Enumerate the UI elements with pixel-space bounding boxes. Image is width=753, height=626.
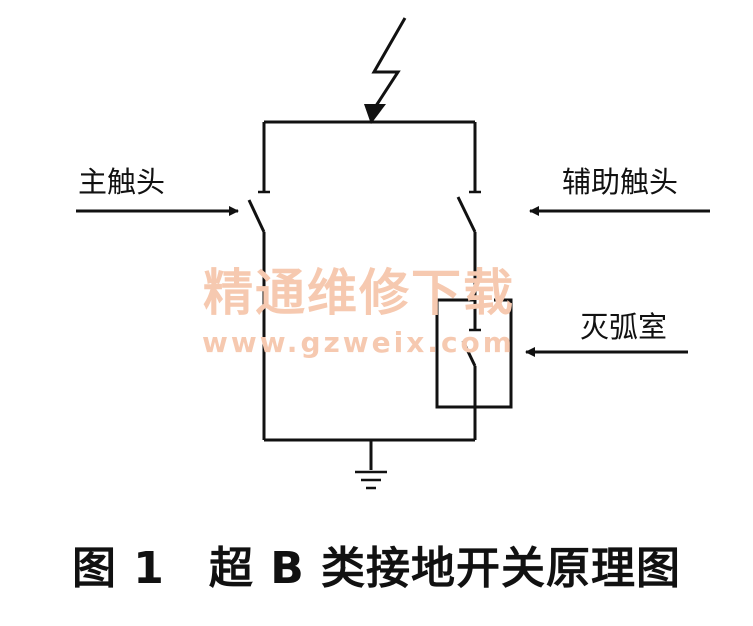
figure-number: 图 1 bbox=[71, 543, 165, 594]
arc-chamber-box bbox=[435, 298, 513, 440]
aux-contact-switch bbox=[456, 122, 481, 330]
lightning-arrow-icon bbox=[364, 17, 407, 124]
ground-symbol-icon bbox=[355, 440, 387, 490]
watermark-url: www.gzweix.com bbox=[202, 326, 515, 359]
figure-caption: 图 1 超 B 类接地开关原理图 bbox=[0, 532, 753, 596]
arc-chamber-label: 灭弧室 bbox=[580, 310, 668, 344]
main-contact-label: 主触头 bbox=[78, 165, 166, 199]
aux-contact-label: 辅助触头 bbox=[562, 165, 679, 199]
watermark-text: 精通维修下载 bbox=[203, 263, 515, 322]
main-contact-switch bbox=[247, 122, 270, 440]
figure-title: 超 B 类接地开关原理图 bbox=[208, 543, 682, 594]
